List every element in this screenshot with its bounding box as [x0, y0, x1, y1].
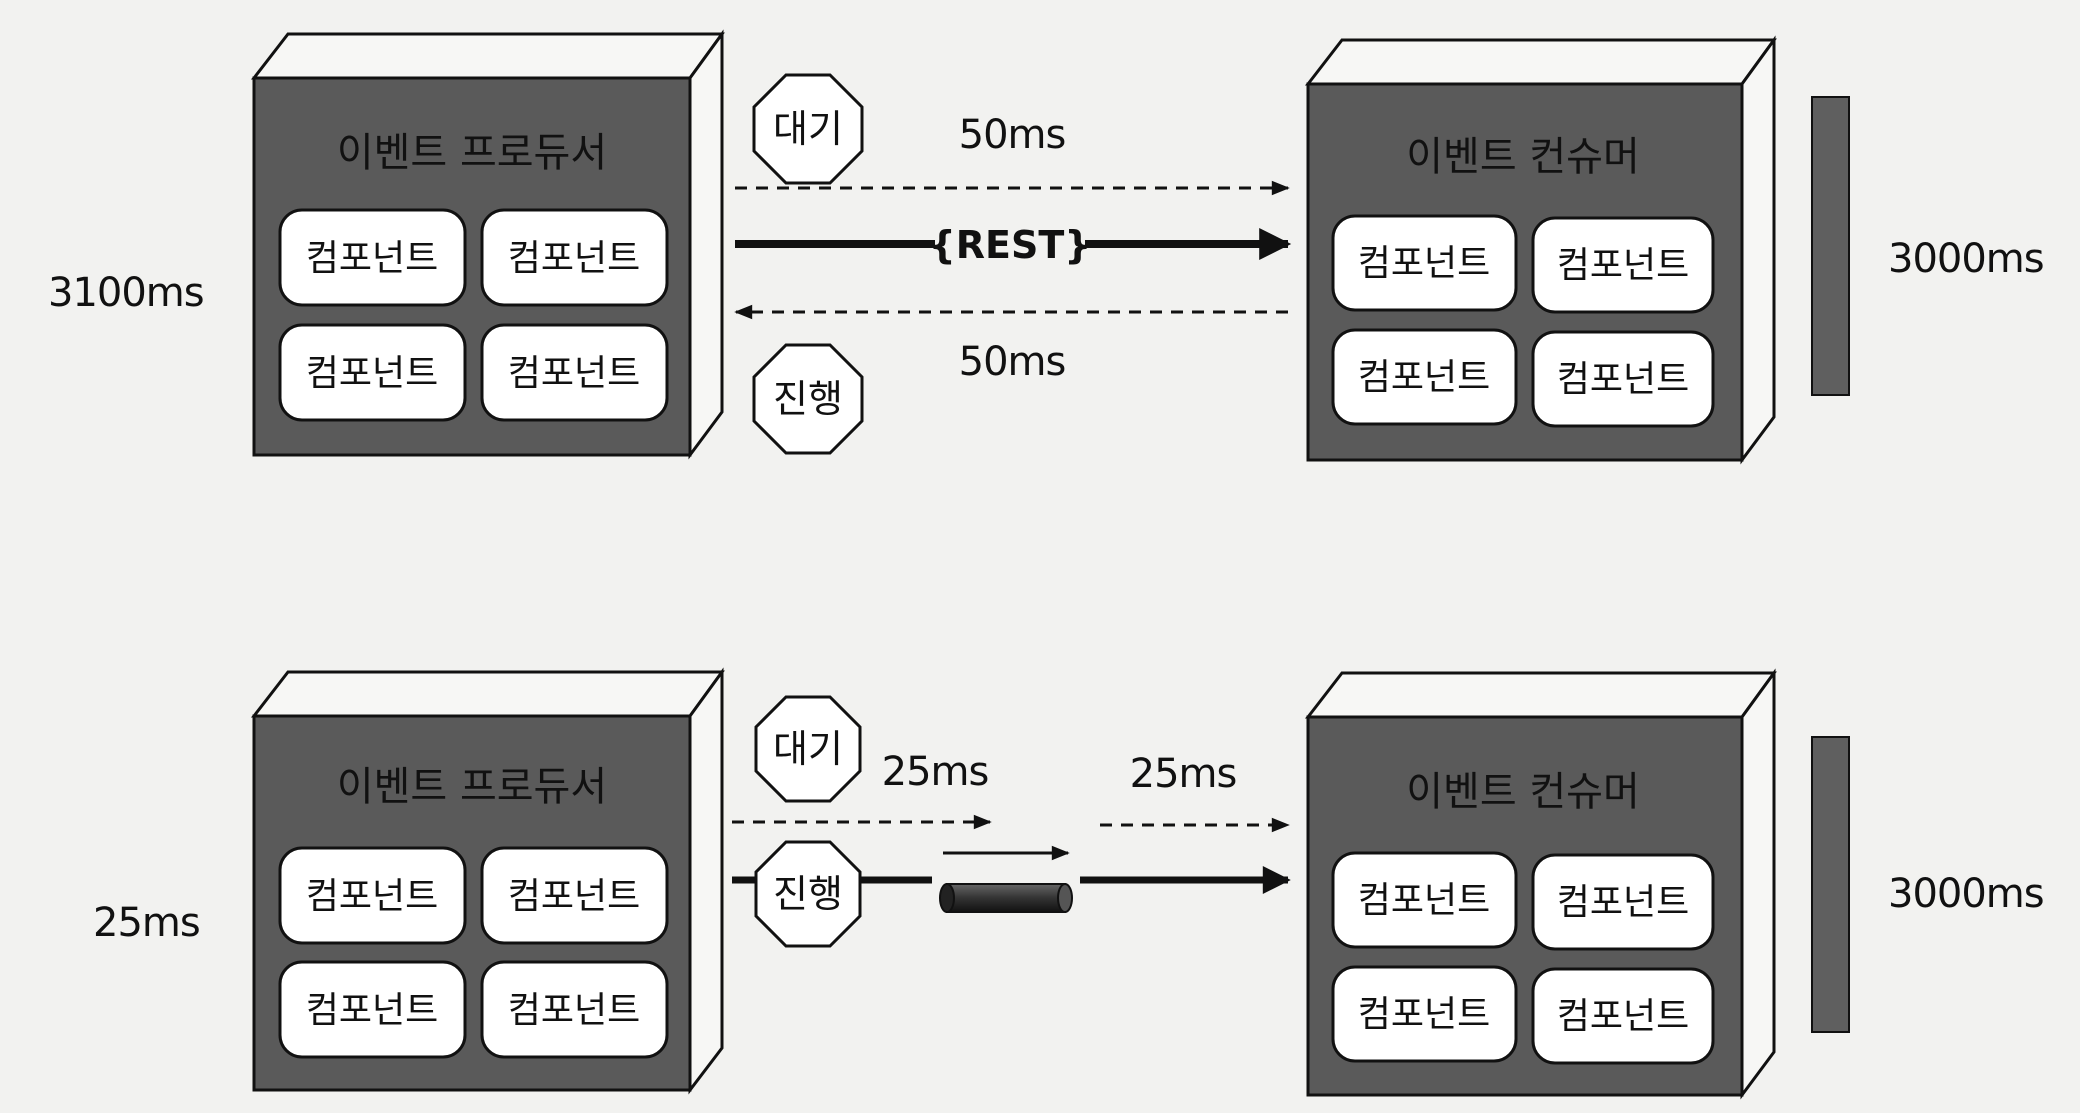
bottom-consumer-component-2-label: 컴포넌트 — [1557, 882, 1689, 923]
top-producer-component-2-label: 컴포넌트 — [508, 238, 640, 279]
top-consumer-title: 이벤트 컨슈머 — [1406, 134, 1640, 180]
bottom-consumer-component-1-label: 컴포넌트 — [1358, 880, 1490, 921]
bottom-consumer-component-4-label: 컴포넌트 — [1557, 996, 1689, 1037]
bottom-wait-octagon: 대기 — [754, 695, 862, 803]
top-wait-label: 대기 — [773, 107, 843, 151]
bottom-consumer-component-2 — [1531, 853, 1715, 951]
top-wait-octagon-shape — [752, 73, 864, 185]
top-consumer-time: 3000ms — [1888, 236, 2044, 282]
bottom-consumer-title: 이벤트 컨슈머 — [1406, 769, 1640, 815]
bottom-total-time: 25ms — [93, 900, 200, 946]
top-producer-component-4-label: 컴포넌트 — [508, 353, 640, 394]
top-consumer-box: 이벤트 컨슈머 컴포넌트 컴포넌트 컴포넌트 컴포넌트 — [1304, 35, 1777, 465]
bottom-processing-bar — [1811, 736, 1850, 1033]
bottom-producer-box-top — [250, 670, 725, 718]
bottom-from-queue-time: 25ms — [1130, 751, 1237, 797]
bottom-consumer-time: 3000ms — [1888, 871, 2044, 917]
top-producer-box: 이벤트 프로듀서 컴포넌트 컴포넌트 컴포넌트 컴포넌트 — [250, 29, 725, 460]
top-consumer-box-side — [1740, 35, 1776, 465]
top-protocol-label: {REST} — [929, 223, 1092, 267]
bottom-producer-component-3 — [278, 960, 467, 1059]
top-consumer-box-top — [1304, 38, 1777, 86]
bottom-producer-component-3-label: 컴포넌트 — [306, 990, 438, 1031]
top-consumer-component-2-label: 컴포넌트 — [1557, 245, 1689, 286]
top-processing-bar — [1811, 96, 1850, 396]
top-scenario: 3100ms 이벤트 프로듀서 컴포넌트 컴포넌트 컴포넌트 컴포넌트 대기 진… — [48, 29, 2045, 465]
bottom-proceed-octagon: 진행 — [754, 840, 862, 948]
top-producer-component-1-label: 컴포넌트 — [306, 238, 438, 279]
top-producer-component-3-label: 컴포넌트 — [306, 353, 438, 394]
top-producer-box-side — [688, 29, 724, 460]
bottom-producer-component-2 — [480, 846, 669, 945]
bottom-consumer-component-4 — [1531, 967, 1715, 1065]
top-consumer-component-2 — [1531, 216, 1715, 314]
bottom-producer-title: 이벤트 프로듀서 — [337, 764, 607, 810]
bottom-scenario: 25ms 이벤트 프로듀서 컴포넌트 컴포넌트 컴포넌트 컴포넌트 — [93, 667, 2045, 1100]
bottom-consumer-box: 이벤트 컨슈머 컴포넌트 컴포넌트 컴포넌트 컴포넌트 — [1304, 668, 1777, 1100]
bottom-consumer-box-side — [1740, 668, 1776, 1100]
queue-cylinder-left-cap — [939, 883, 955, 913]
bottom-wait-octagon-shape — [754, 695, 862, 803]
top-response-time: 50ms — [959, 339, 1066, 385]
top-producer-component-2 — [480, 208, 669, 307]
bottom-consumer-component-3-label: 컴포넌트 — [1358, 994, 1490, 1035]
top-producer-title: 이벤트 프로듀서 — [337, 130, 607, 176]
bottom-consumer-component-3 — [1331, 965, 1518, 1063]
top-request-time: 50ms — [959, 112, 1066, 158]
queue-cylinder-body — [946, 883, 1066, 913]
top-consumer-component-3-label: 컴포넌트 — [1358, 357, 1490, 398]
bottom-wait-label: 대기 — [773, 727, 843, 771]
top-producer-component-4 — [480, 323, 669, 422]
bottom-producer-component-1-label: 컴포넌트 — [306, 876, 438, 917]
bottom-producer-component-2-label: 컴포넌트 — [508, 876, 640, 917]
top-producer-component-3 — [278, 323, 467, 422]
bottom-consumer-component-1 — [1331, 851, 1518, 949]
top-consumer-component-1 — [1331, 214, 1518, 312]
top-consumer-component-1-label: 컴포넌트 — [1358, 243, 1490, 284]
queue-cylinder-right-cap — [1057, 883, 1073, 913]
top-proceed-label: 진행 — [773, 377, 843, 421]
top-total-time: 3100ms — [48, 270, 204, 316]
bottom-proceed-label: 진행 — [773, 872, 843, 916]
message-queue-cylinder — [939, 883, 1073, 913]
bottom-producer-box: 이벤트 프로듀서 컴포넌트 컴포넌트 컴포넌트 컴포넌트 — [250, 667, 725, 1095]
top-producer-component-1 — [278, 208, 467, 307]
bottom-producer-component-4-label: 컴포넌트 — [508, 990, 640, 1031]
top-consumer-component-4 — [1531, 330, 1715, 428]
bottom-producer-box-side — [688, 667, 724, 1095]
top-wait-octagon: 대기 — [752, 73, 864, 185]
top-proceed-octagon: 진행 — [752, 343, 864, 455]
bottom-proceed-octagon-shape — [754, 840, 862, 948]
bottom-producer-component-1 — [278, 846, 467, 945]
bottom-producer-component-4 — [480, 960, 669, 1059]
bottom-consumer-box-top — [1304, 671, 1777, 719]
top-consumer-component-4-label: 컴포넌트 — [1557, 359, 1689, 400]
top-producer-box-top — [250, 32, 725, 80]
top-consumer-component-3 — [1331, 328, 1518, 426]
bottom-to-queue-time: 25ms — [882, 749, 989, 795]
top-proceed-octagon-shape — [752, 343, 864, 455]
